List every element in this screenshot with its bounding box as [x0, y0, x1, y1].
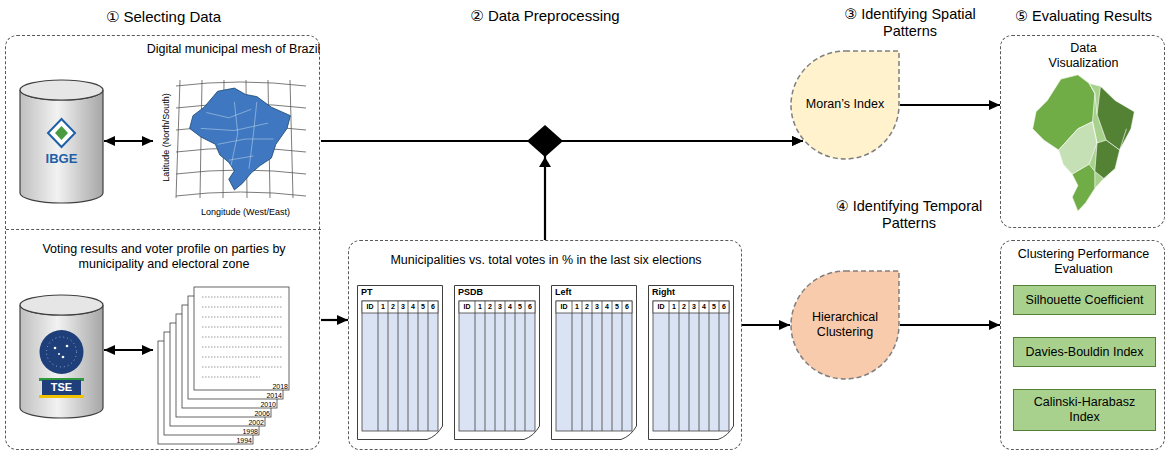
- axis-label: Latitude (North/South): [161, 77, 172, 197]
- cyl-outline: [19, 79, 104, 204]
- year-label: 1994: [222, 437, 252, 445]
- database-cylinder: TSE: [19, 294, 104, 419]
- step-heading: ④ Identifying Temporal Patterns: [820, 198, 998, 233]
- brazil-result-map: [1033, 75, 1135, 211]
- table-header-cell: 6: [719, 301, 729, 313]
- table-header-cell: 5: [612, 301, 622, 313]
- table-header-cell: 4: [505, 301, 515, 313]
- metric-name: Calinski-Harabasz Index: [1014, 395, 1155, 425]
- metric-name: Silhouette Coefficient: [1022, 293, 1148, 308]
- axis-label: Longitude (West/East): [183, 207, 308, 218]
- merge-arrowhead: [539, 157, 551, 167]
- step-heading: ② Data Preprocessing: [348, 7, 742, 25]
- results-panel: ⑤ Evaluating ResultsData Visualization: [1000, 35, 1165, 228]
- table-header-cell: 3: [689, 301, 699, 313]
- metric-name: Davies-Bouldin Index: [1021, 345, 1147, 360]
- step-heading: ③ Identifying Spatial Patterns: [830, 6, 990, 41]
- flow-arrow: [545, 141, 803, 240]
- panel-text: Clustering Performance Evaluation: [1006, 247, 1161, 277]
- flow-arrow: [900, 324, 1000, 326]
- merge-diamond: [527, 125, 563, 157]
- metric-box: Silhouette Coefficient: [1013, 285, 1156, 315]
- panel-text: Data Visualization: [1036, 41, 1131, 71]
- table-header-cell: ID: [556, 301, 572, 313]
- preprocessing-panel: Municipalities vs. total votes in % in t…: [348, 240, 742, 450]
- table-title: PT: [361, 287, 373, 298]
- flow-arrow: [104, 140, 153, 142]
- flow-arrow: [104, 349, 153, 351]
- table-header-cell: 1: [378, 301, 388, 313]
- year-label: 2002: [234, 419, 264, 427]
- table-header-cell: ID: [459, 301, 475, 313]
- document-stack: 2018201420102006200219981994: [153, 285, 298, 450]
- section-panel: ① Selecting DataDigital municipal mesh o…: [5, 35, 320, 450]
- year-label: 2006: [240, 410, 270, 418]
- table-header-cell: 6: [622, 301, 632, 313]
- document-lines: [202, 297, 282, 377]
- table-header-cell: 6: [428, 301, 438, 313]
- metric-box: Calinski-Harabasz Index: [1013, 389, 1156, 431]
- step-heading: ① Selecting Data: [6, 8, 321, 26]
- database-cylinder: IBGE: [19, 79, 104, 204]
- flow-arrow: [321, 319, 348, 321]
- table-header-cell: 5: [418, 301, 428, 313]
- data-table: LeftID123456: [551, 285, 637, 440]
- results-panel: Clustering Performance EvaluationSilhoue…: [1000, 240, 1165, 450]
- cyl-outline: [19, 294, 104, 419]
- logo-text: TSE: [42, 380, 81, 395]
- year-label: 1998: [228, 428, 258, 436]
- step-heading: ⑤ Evaluating Results: [1001, 8, 1166, 25]
- table-header-cell: 2: [679, 301, 689, 313]
- data-table: PSDB ID123456: [454, 285, 540, 440]
- data-source-section: Digital municipal mesh of BrazilIBGE Lati…: [6, 36, 321, 229]
- brazil-mesh-map: [190, 88, 291, 190]
- table-header-cell: 5: [515, 301, 525, 313]
- method-name: Moran’s Index: [795, 97, 895, 112]
- table-header-cell: ID: [362, 301, 378, 313]
- table-header-cell: 2: [582, 301, 592, 313]
- data-source-section: Voting results and voter profile on part…: [6, 229, 321, 451]
- table-header-cell: 5: [709, 301, 719, 313]
- method-shape: ④ Identifying Temporal PatternsHierarchi…: [790, 270, 900, 380]
- table-header-cell: 1: [475, 301, 485, 313]
- method-name: Hierarchical Clustering: [795, 310, 895, 340]
- table-header-cell: 2: [485, 301, 495, 313]
- section-text: Voting results and voter profile on part…: [14, 242, 314, 272]
- mesh-map: Latitude (North/South) Longitude (West/Ea…: [153, 73, 313, 223]
- table-header-cell: ID: [653, 301, 669, 313]
- data-table: RightID123456: [648, 285, 734, 440]
- flow-arrow: [900, 104, 1000, 106]
- table-title: PSDB: [458, 287, 483, 298]
- table-header-cell: 3: [592, 301, 602, 313]
- table-header-cell: 1: [572, 301, 582, 313]
- table-title: Left: [555, 287, 572, 298]
- panel-text: Municipalities vs. total votes in % in t…: [349, 253, 743, 268]
- year-label: 2018: [258, 383, 288, 391]
- table-header-cell: 4: [699, 301, 709, 313]
- logo-text: IBGE: [19, 151, 104, 167]
- year-label: 2014: [252, 392, 282, 400]
- metric-box: Davies-Bouldin Index: [1013, 337, 1156, 367]
- table-header-cell: 2: [388, 301, 398, 313]
- document-stack: [158, 287, 289, 444]
- table-header-cell: 6: [525, 301, 535, 313]
- mesh-grid: [176, 80, 306, 198]
- table-header-cell: 3: [495, 301, 505, 313]
- section-text: Digital municipal mesh of Brazil: [146, 42, 321, 57]
- method-shape: ③ Identifying Spatial PatternsMoran’s In…: [790, 50, 900, 160]
- data-table: PT ID123456: [357, 285, 443, 440]
- table-header-cell: 4: [408, 301, 418, 313]
- year-label: 2010: [246, 401, 276, 409]
- table-header-cell: 1: [669, 301, 679, 313]
- flow-arrow: [742, 324, 790, 326]
- table-title: Right: [652, 287, 675, 298]
- table-header-cell: 3: [398, 301, 408, 313]
- table-header-cell: 4: [602, 301, 612, 313]
